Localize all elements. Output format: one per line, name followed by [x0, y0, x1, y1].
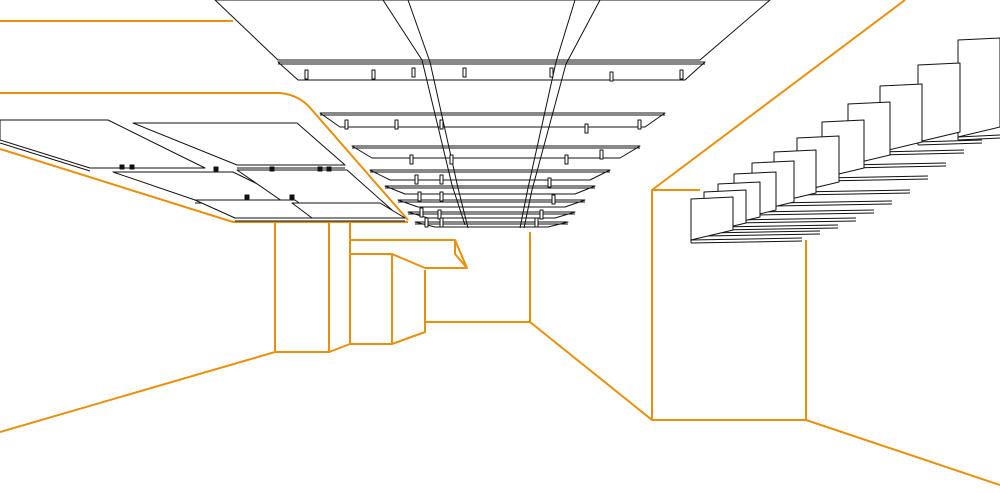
baffle-bottom-edge	[917, 139, 983, 143]
baffle-thickness-edge	[796, 192, 911, 196]
ceiling-light-fixture	[462, 67, 467, 78]
longitudinal-beam	[523, 0, 601, 229]
acoustic-panel	[132, 122, 346, 166]
panel-hanger	[317, 166, 323, 172]
ceiling-slab-row	[319, 112, 666, 128]
cross-beam-face	[454, 240, 468, 269]
baffle-bottom-edge	[773, 200, 893, 204]
ceiling-baffle-face	[690, 196, 734, 241]
ceiling-elements	[0, 0, 1000, 244]
longitudinal-beam	[407, 0, 469, 229]
acoustic-panel	[0, 119, 206, 169]
ceiling-baffle-face	[917, 62, 961, 143]
baffle-bottom-edge	[821, 175, 929, 179]
baffle-bottom-edge	[879, 149, 965, 153]
panel-hanger	[244, 194, 250, 200]
ceiling-light-fixture	[534, 217, 539, 228]
ceiling-baffle-face	[957, 37, 1000, 138]
ceiling-light-fixture	[609, 71, 614, 82]
ceiling-light-fixture	[547, 177, 552, 188]
left-soffit-edge	[0, 92, 409, 221]
baffle-thickness-edge	[821, 178, 929, 182]
ceiling-light-fixture	[409, 154, 414, 165]
middle-column-side	[391, 270, 426, 345]
baffle-bottom-edge	[733, 217, 857, 221]
ceiling-light-fixture	[304, 69, 309, 80]
baffle-thickness-edge	[917, 142, 983, 146]
ceiling-light-fixture	[419, 207, 424, 218]
ceiling-light-fixture	[439, 217, 444, 228]
panel-hanger	[326, 166, 332, 172]
panel-hanger	[269, 166, 275, 172]
baffle-bottom-edge	[751, 209, 875, 213]
baffle-thickness-edge	[690, 240, 803, 244]
ceiling-light-fixture	[439, 119, 444, 130]
baffle-bottom-edge	[957, 134, 1000, 138]
left-acoustic-panels	[0, 119, 406, 222]
ceiling-light-fixture	[637, 119, 642, 130]
ceiling-light-fixture	[539, 209, 544, 220]
ceiling-light-fixture	[371, 69, 376, 80]
ceiling-light-fixture	[411, 67, 416, 78]
acoustic-panel-edge	[0, 142, 91, 172]
ceiling-light-fixture	[679, 69, 684, 80]
baffle-thickness-edge	[773, 203, 893, 207]
panel-hanger	[289, 194, 295, 200]
baffle-thickness-edge	[733, 220, 857, 224]
longitudinal-beam	[382, 0, 466, 226]
right-floor-line	[529, 321, 1000, 486]
ceiling-cloud-top	[214, 0, 771, 61]
ceiling-light-fixture	[439, 191, 444, 202]
left-floor-line	[0, 351, 276, 433]
ceiling-light-fixture	[417, 191, 422, 202]
ceiling-slab-row	[397, 199, 586, 208]
panel-hanger	[213, 166, 219, 172]
right-baffle-array	[690, 37, 1000, 244]
ceiling-light-fixture	[344, 119, 349, 130]
ceiling-light-fixture	[599, 149, 604, 160]
ceiling-slab-row	[407, 211, 576, 219]
baffle-bottom-edge	[690, 237, 803, 241]
panel-hanger	[119, 164, 125, 170]
longitudinal-beam	[519, 0, 576, 229]
baffle-thickness-edge	[751, 212, 875, 216]
ceiling-light-fixture	[584, 123, 589, 134]
baffle-thickness-edge	[703, 233, 821, 237]
baffle-thickness-edge	[879, 152, 965, 156]
ceiling-slab-row	[277, 61, 706, 81]
ceiling-slab-row	[384, 185, 596, 195]
acoustic-panel	[291, 202, 406, 219]
ceiling-light-fixture	[414, 174, 419, 185]
ceiling-light-fixture	[424, 217, 429, 228]
central-suspended-ceiling-grid	[214, 0, 771, 229]
panel-hanger	[129, 164, 135, 170]
left-column-return	[328, 222, 351, 353]
left-column	[274, 222, 330, 353]
baffle-thickness-edge	[957, 137, 1000, 141]
middle-column	[350, 254, 393, 345]
ceiling-light-fixture	[449, 154, 454, 165]
cross-beam	[349, 239, 468, 269]
ceiling-light-fixture	[549, 67, 554, 78]
baffle-thickness-edge	[717, 227, 839, 231]
ceiling-light-fixture	[439, 174, 444, 185]
ceiling-light-fixture	[551, 194, 556, 205]
baffle-bottom-edge	[717, 224, 839, 228]
ceiling-light-fixture	[394, 119, 399, 130]
ceiling-light-fixture	[564, 154, 569, 165]
